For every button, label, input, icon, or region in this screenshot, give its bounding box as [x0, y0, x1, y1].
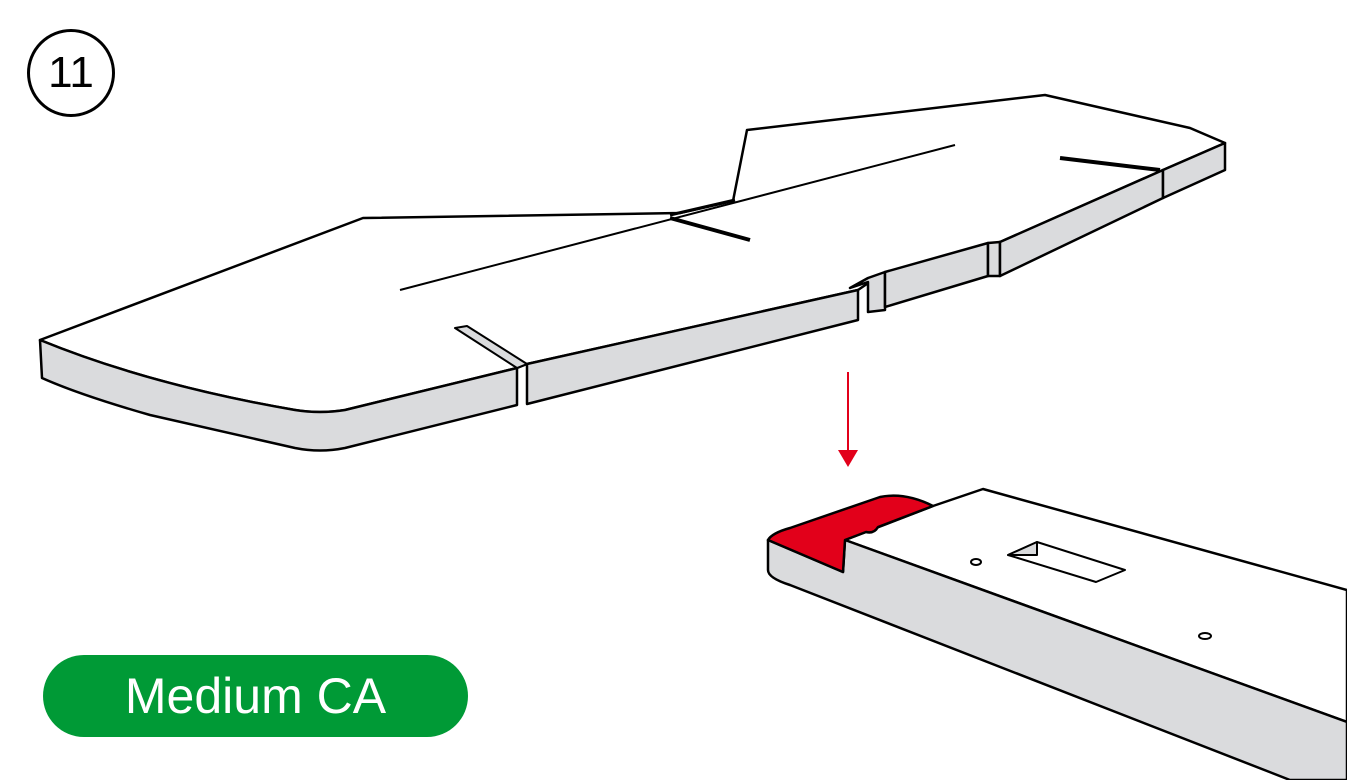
fuselage-hole [970, 558, 982, 566]
fuselage-hole [1198, 632, 1212, 640]
slot-mark-left [669, 216, 751, 242]
fuselage-part [766, 487, 1347, 780]
fuselage-slot-wall [1007, 541, 1038, 556]
wing-part [38, 93, 1227, 452]
direction-arrow-head [838, 450, 858, 467]
control-horn-slot [454, 325, 528, 369]
slot-mark-right [1059, 156, 1161, 172]
wing-notch [848, 270, 887, 314]
wing-edge-tip [1161, 141, 1227, 200]
glue-type-badge: Medium CA [43, 655, 468, 737]
spar-line [399, 144, 956, 291]
wing-edge-left [38, 338, 519, 452]
step-number-badge: 11 [27, 29, 115, 117]
fin-base-line [669, 198, 736, 217]
wing-edge-middle [525, 288, 860, 406]
glue-area [766, 494, 935, 574]
wing-notch-2 [986, 240, 1002, 278]
fuselage-side-face [766, 538, 1347, 780]
